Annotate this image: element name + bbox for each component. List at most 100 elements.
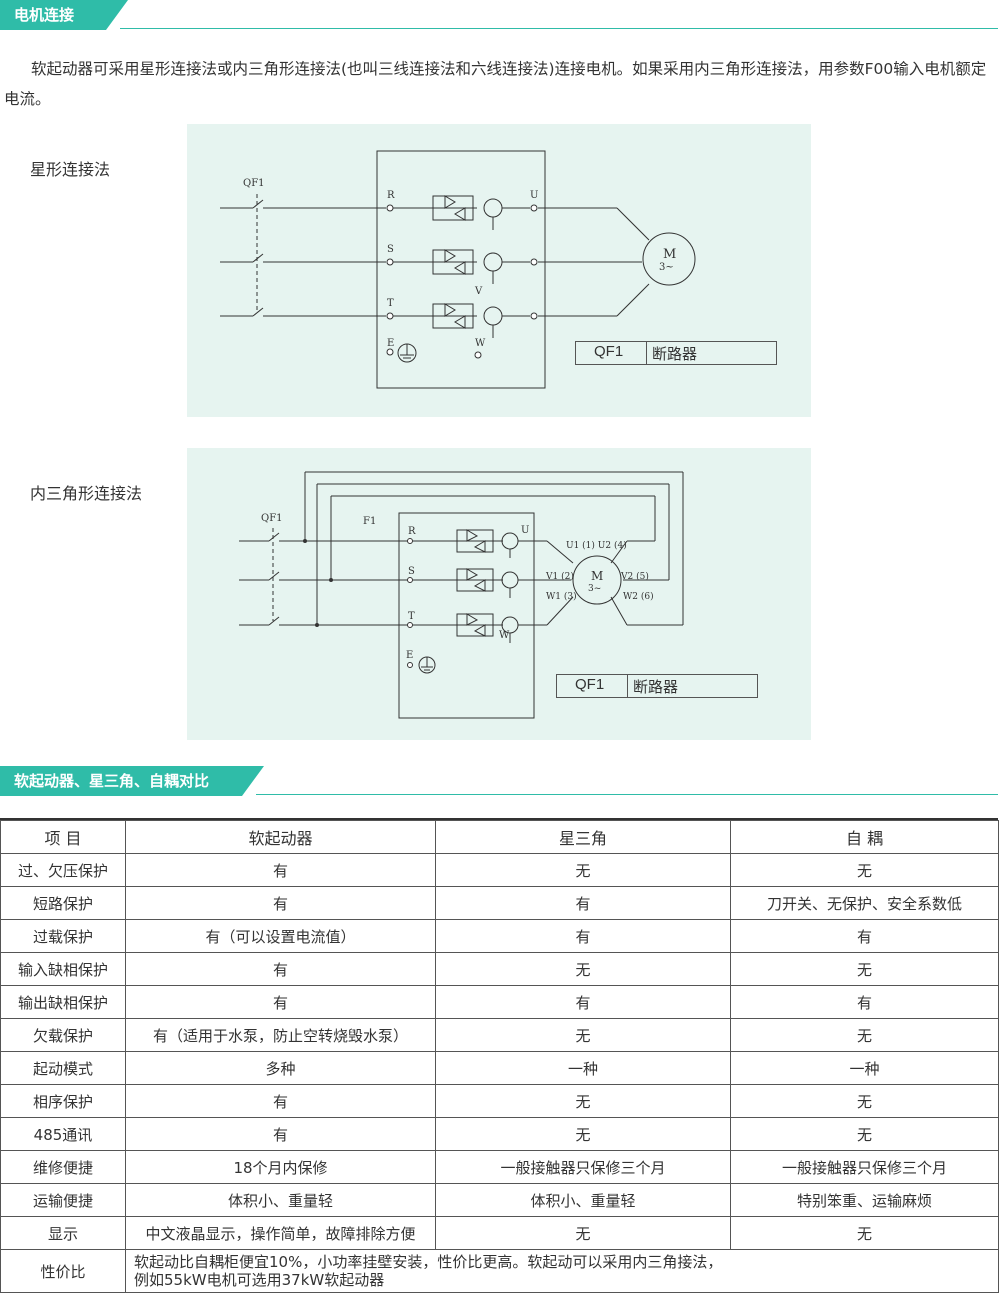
table-cell: 无 (730, 1216, 999, 1250)
star-breaker-label: QF1 (243, 178, 265, 189)
table-cell: 特别笨重、运输麻烦 (730, 1183, 999, 1217)
star-diagram-panel: QF1 R S T U V W E M 3~ QF1 断路器 (187, 124, 811, 417)
delta-legend-box: QF1 断路器 (556, 674, 758, 698)
table-row: 显示中文液晶显示，操作简单，故障排除方便无无 (0, 1216, 999, 1250)
table-row: 运输便捷体积小、重量轻体积小、重量轻特别笨重、运输麻烦 (0, 1183, 999, 1217)
delta-legend-name: 断路器 (633, 679, 679, 696)
header-star-delta: 星三角 (435, 820, 731, 854)
table-cell: 一般接触器只保修三个月 (730, 1150, 999, 1184)
star-motor-m: M (663, 247, 676, 262)
table-cell: 过、欠压保护 (0, 853, 126, 887)
delta-terminal-t: T (408, 611, 415, 622)
delta-wiring-diagram: QF1 F1 R S T U W E M 3~ U1 (1) U2 (4) V1… (239, 471, 684, 719)
star-terminal-r: R (387, 190, 395, 201)
header-item: 项 目 (0, 820, 126, 854)
star-motor-phase: 3~ (659, 262, 674, 273)
intro-paragraph: 软起动器可采用星形连接法或内三角形连接法(也叫三线连接法和六线连接法)连接电机。… (4, 60, 987, 108)
star-terminal-w: W (475, 338, 486, 349)
star-legend-code: QF1 (594, 343, 624, 360)
table-cell: 无 (730, 1018, 999, 1052)
table-row: 过载保护有（可以设置电流值）有有 (0, 919, 999, 953)
delta-terminal-w: W (499, 630, 510, 641)
delta-motor-phase: 3~ (588, 584, 601, 594)
table-cell: 维修便捷 (0, 1150, 126, 1184)
table-cell: 有 (435, 886, 731, 920)
star-terminal-s: S (387, 244, 394, 255)
delta-legend-code: QF1 (575, 676, 605, 693)
comparison-table: 项 目 软起动器 星三角 自 耦 过、欠压保护有无无短路保护有有刀开关、无保护、… (0, 820, 999, 1293)
table-row: 相序保护有无无 (0, 1084, 999, 1118)
value-note-cell: 软起动比自耦柜便宜10%，小功率挂壁安装，性价比更高。软起动可以采用内三角接法，… (125, 1249, 999, 1293)
table-cell: 18个月内保修 (125, 1150, 436, 1184)
table-row: 起动模式多种一种一种 (0, 1051, 999, 1085)
table-cell: 有 (125, 985, 436, 1019)
star-terminal-t: T (387, 298, 394, 309)
table-cell: 无 (435, 952, 731, 986)
table-cell: 输入缺相保护 (0, 952, 126, 986)
table-cell: 485通讯 (0, 1117, 126, 1151)
table-row-value: 性价比软起动比自耦柜便宜10%，小功率挂壁安装，性价比更高。软起动可以采用内三角… (0, 1249, 999, 1293)
table-cell: 无 (435, 1216, 731, 1250)
table-cell: 有 (435, 985, 731, 1019)
table-cell: 无 (435, 1018, 731, 1052)
table-cell: 有（适用于水泵，防止空转烧毁水泵） (125, 1018, 436, 1052)
table-cell: 无 (435, 853, 731, 887)
star-legend-name: 断路器 (652, 346, 698, 363)
star-terminal-v: V (474, 286, 483, 297)
table-cell: 有 (125, 1117, 436, 1151)
star-connection-label: 星形连接法 (30, 160, 111, 179)
delta-terminal-r: R (408, 526, 416, 537)
delta-terminal-s: S (408, 566, 415, 577)
delta-diagram-panel: QF1 F1 R S T U W E M 3~ U1 (1) U2 (4) V1… (187, 448, 811, 740)
delta-winding-w1: W1 (3) (546, 591, 577, 602)
table-cell: 起动模式 (0, 1051, 126, 1085)
delta-winding-u: U1 (1) U2 (4) (566, 540, 627, 551)
table-cell: 刀开关、无保护、安全系数低 (730, 886, 999, 920)
table-cell: 体积小、重量轻 (435, 1183, 731, 1217)
table-cell: 显示 (0, 1216, 126, 1250)
table-cell: 有 (125, 853, 436, 887)
table-row: 短路保护有有刀开关、无保护、安全系数低 (0, 886, 999, 920)
table-cell: 中文液晶显示，操作简单，故障排除方便 (125, 1216, 436, 1250)
table-cell: 性价比 (0, 1249, 126, 1293)
table-cell: 无 (435, 1084, 731, 1118)
table-cell: 有 (125, 952, 436, 986)
header-soft-starter: 软起动器 (125, 820, 436, 854)
delta-winding-w2: W2 (6) (623, 591, 654, 602)
table-cell: 有 (125, 886, 436, 920)
table-cell: 一种 (435, 1051, 731, 1085)
table-cell: 无 (730, 853, 999, 887)
table-row: 输入缺相保护有无无 (0, 952, 999, 986)
table-cell: 一般接触器只保修三个月 (435, 1150, 731, 1184)
star-wiring-diagram: QF1 R S T U V W E M 3~ (220, 150, 696, 389)
delta-terminal-e: E (406, 650, 413, 661)
table-cell: 短路保护 (0, 886, 126, 920)
table-cell: 运输便捷 (0, 1183, 126, 1217)
table-cell: 无 (730, 952, 999, 986)
star-terminal-e: E (387, 338, 394, 349)
section-title: 电机连接 (14, 6, 75, 24)
star-terminal-u: U (530, 190, 538, 201)
table-cell: 有 (435, 919, 731, 953)
table-row: 输出缺相保护有有有 (0, 985, 999, 1019)
section-title: 软起动器、星三角、自耦对比 (14, 772, 210, 790)
table-cell: 体积小、重量轻 (125, 1183, 436, 1217)
delta-motor-m: M (591, 569, 603, 583)
table-cell: 无 (730, 1117, 999, 1151)
delta-fuse-label: F1 (363, 516, 376, 527)
table-cell: 相序保护 (0, 1084, 126, 1118)
table-cell: 有 (125, 1084, 436, 1118)
table-cell: 输出缺相保护 (0, 985, 126, 1019)
delta-terminal-u: U (521, 525, 529, 536)
table-row: 过、欠压保护有无无 (0, 853, 999, 887)
delta-winding-v2: V2 (5) (620, 571, 649, 582)
table-cell: 有 (730, 919, 999, 953)
table-cell: 无 (730, 1084, 999, 1118)
table-header-row: 项 目 软起动器 星三角 自 耦 (0, 820, 999, 854)
value-note-line1: 软起动比自耦柜便宜10%，小功率挂壁安装，性价比更高。软起动可以采用内三角接法， (134, 1253, 723, 1271)
table-top-rule (0, 818, 998, 820)
table-row: 485通讯有无无 (0, 1117, 999, 1151)
table-cell: 欠载保护 (0, 1018, 126, 1052)
delta-winding-v1: V1 (2) (545, 571, 574, 582)
